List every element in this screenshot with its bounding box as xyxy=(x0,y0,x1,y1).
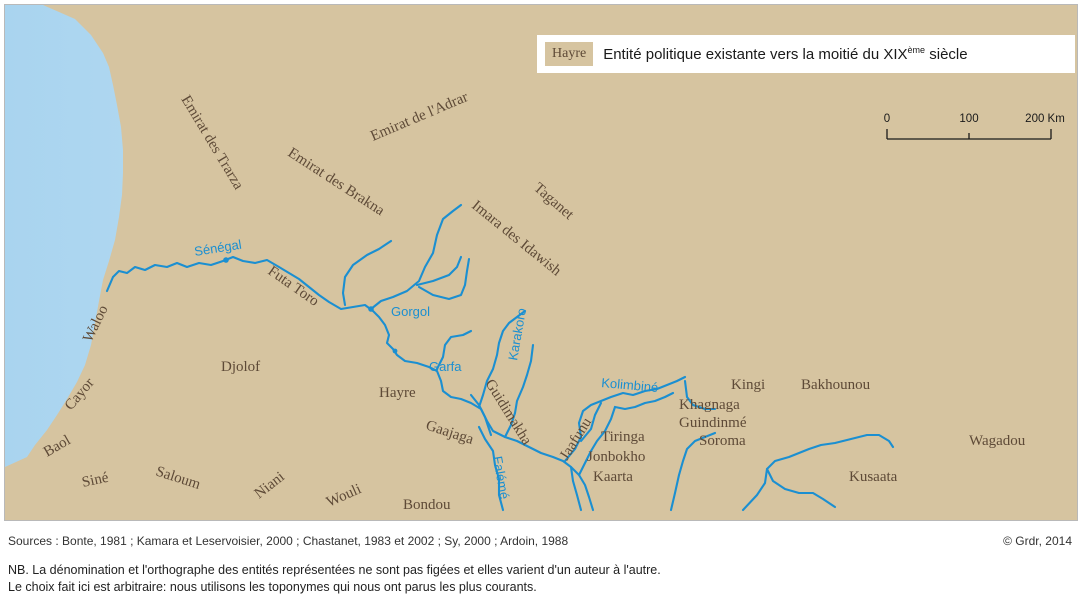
entity-label: Guindinmé xyxy=(679,415,747,431)
river-label: Sénégal xyxy=(193,237,243,259)
river-label: Falémé xyxy=(490,455,512,500)
entity-label: Hayre xyxy=(379,385,416,401)
entity-label: Bakhounou xyxy=(801,377,871,393)
entity-label: Siné xyxy=(81,470,111,491)
river-faleme xyxy=(477,425,505,512)
scale-label: 0 xyxy=(884,113,890,125)
entity-label: Bondou xyxy=(403,497,451,513)
entity-label: Djolof xyxy=(221,359,260,375)
river-senegal xyxy=(105,255,595,512)
river-labels: Sénégal Gorgol Garfa Karakoro Kolimbiné … xyxy=(193,237,659,501)
land xyxy=(5,5,1077,520)
scale-label: 200 Km xyxy=(1025,113,1065,125)
legend-text: Entité politique existante vers la moiti… xyxy=(603,45,968,63)
entity-label: Wagadou xyxy=(969,433,1026,449)
river-label: Garfa xyxy=(429,359,462,374)
entity-label: Soroma xyxy=(699,433,746,449)
copyright-text: © Grdr, 2014 xyxy=(1003,534,1072,548)
entity-label: Tiringa xyxy=(601,429,645,445)
sources-text: Sources : Bonte, 1981 ; Kamara et Leserv… xyxy=(8,534,569,548)
entity-label: Jonbokho xyxy=(587,449,645,465)
river-label: Gorgol xyxy=(391,304,430,319)
entity-label: Khagnaga xyxy=(679,397,740,413)
scale-bar xyxy=(886,129,1052,140)
entity-label: Kaarta xyxy=(593,469,633,485)
river-network xyxy=(105,203,895,512)
river-label: Kolimbiné xyxy=(601,375,659,395)
map-canvas: 0 100 200 Km Emirat des Trarza Emirat de… xyxy=(5,5,1077,520)
map-frame: 0 100 200 Km Emirat des Trarza Emirat de… xyxy=(4,4,1078,521)
river-confluence-dots xyxy=(223,257,398,354)
scale-label: 100 xyxy=(959,113,978,125)
legend: Hayre Entité politique existante vers la… xyxy=(537,35,1075,73)
entity-label: Kingi xyxy=(731,377,765,393)
note-line-2: Le choix fait ici est arbitraire: nous u… xyxy=(8,580,537,594)
legend-swatch: Hayre xyxy=(545,42,594,66)
entity-label: Kusaata xyxy=(849,469,898,485)
note-line-1: NB. La dénomination et l'orthographe des… xyxy=(8,563,661,577)
